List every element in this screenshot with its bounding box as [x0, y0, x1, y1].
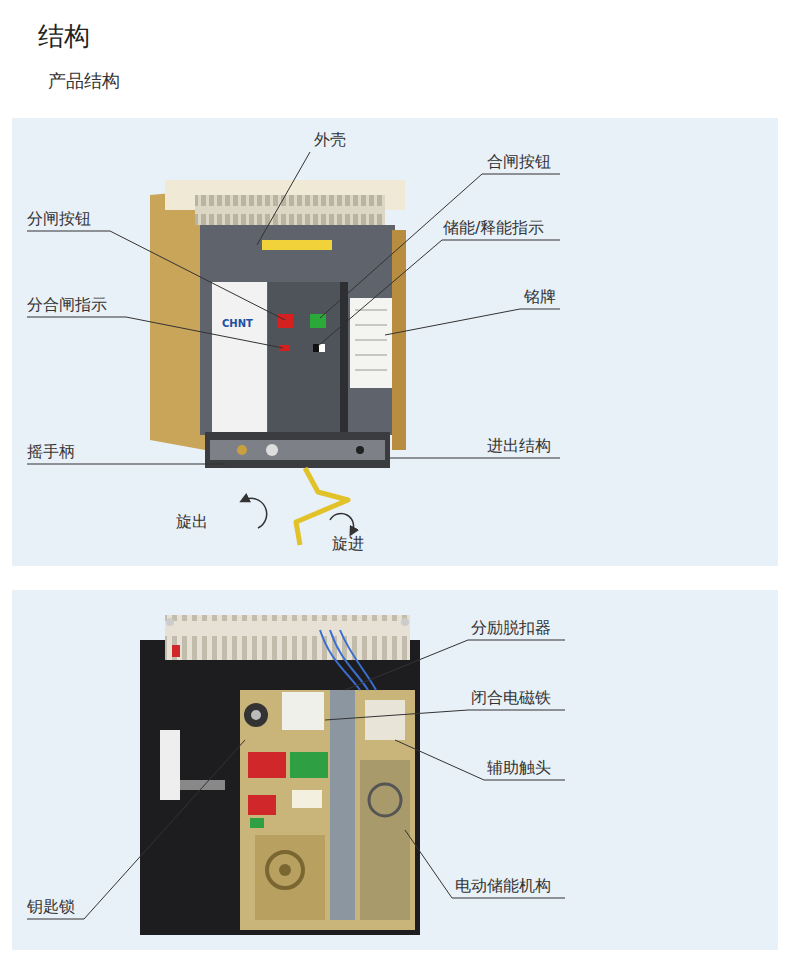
breaker-inside-part [282, 692, 324, 730]
part-label: 旋出 [176, 512, 208, 532]
panel-backgrounds [12, 118, 778, 950]
breaker-front-part [392, 230, 406, 450]
subtitle: 产品结构 [48, 70, 120, 92]
breaker-front-part [262, 240, 332, 250]
part-label: 旋进 [332, 534, 364, 554]
breaker-inside [140, 615, 420, 935]
breaker-front-part [340, 282, 348, 432]
breaker-front-part [277, 314, 293, 328]
leader-lines-part [320, 174, 560, 318]
panel-backgrounds-part [12, 118, 778, 566]
breaker-front-part [355, 355, 387, 356]
part-label: 闭合电磁铁 [471, 688, 551, 708]
breaker-front-part [212, 282, 267, 432]
leader-lines-part [27, 740, 245, 919]
breaker-inside-part [330, 690, 355, 920]
leader-lines-part [325, 710, 565, 720]
part-label: 钥匙锁 [27, 897, 75, 917]
leader-lines-part [27, 231, 285, 320]
part-label: 进出结构 [487, 436, 551, 456]
part-label: 储能/释能指示 [443, 218, 544, 238]
breaker-inside-part [240, 690, 415, 930]
breaker-inside-part [140, 640, 420, 935]
breaker-front-part [210, 440, 385, 460]
breaker-inside-part [267, 852, 303, 888]
breaker-front-part [268, 282, 340, 432]
leader-lines-part [405, 830, 565, 898]
breaker-inside-part [160, 730, 180, 800]
breaker-front-part [266, 444, 278, 456]
leader-lines-part [27, 464, 225, 465]
breaker-inside-part [165, 615, 410, 660]
part-label: 铭牌 [524, 287, 556, 307]
breaker-inside-part [166, 618, 174, 626]
breaker-inside-part [360, 760, 410, 920]
leader-lines-part [257, 152, 310, 245]
part-label: 分闸按钮 [27, 209, 91, 229]
breaker-inside-part [244, 703, 268, 727]
breaker-front-part [237, 445, 247, 455]
breaker-inside-part [290, 752, 328, 778]
breaker-front-part [195, 195, 385, 225]
breaker-front-part [313, 344, 319, 352]
leader-lines-part [318, 240, 560, 346]
breaker-inside-part [401, 618, 409, 626]
leader-lines-part [395, 740, 565, 780]
breaker-front-part [310, 314, 326, 328]
breaker-front-part [356, 446, 364, 454]
brand-logo: CHNT [222, 318, 253, 330]
part-label: 分合闸指示 [27, 295, 107, 315]
breaker-inside-part [251, 710, 261, 720]
breaker-inside-part [292, 790, 322, 808]
part-label: 摇手柄 [27, 442, 75, 462]
page-title: 结构 [38, 20, 90, 52]
breaker-front-part [150, 190, 205, 450]
breaker-inside-part [250, 818, 264, 828]
breaker-inside-part [279, 864, 291, 876]
leader-lines-part [390, 458, 560, 459]
part-label: 辅助触头 [487, 758, 551, 778]
breaker-inside-part [248, 795, 276, 815]
leader-lines [27, 152, 565, 919]
breaker-front-part [355, 370, 387, 371]
breaker-inside-part [172, 645, 180, 657]
leader-lines-part [385, 309, 560, 335]
breaker-front-part [205, 432, 390, 468]
breaker-inside-part [365, 700, 405, 740]
breaker-front-part [330, 513, 354, 532]
breaker-front-part [296, 468, 348, 545]
breaker-front [150, 180, 406, 545]
breaker-front-part [355, 325, 387, 326]
breaker-front-part [244, 498, 267, 528]
part-label: 分励脱扣器 [471, 618, 551, 638]
part-label: 外壳 [314, 130, 346, 150]
breaker-front-part [319, 344, 325, 352]
breaker-inside-part [369, 784, 401, 816]
panel-backgrounds-part [12, 590, 778, 950]
breaker-front-part [355, 340, 387, 341]
part-label: 电动储能机构 [455, 876, 551, 896]
leader-lines-part [27, 317, 283, 348]
breaker-inside-part [248, 752, 286, 778]
breaker-front-part [200, 225, 395, 435]
leader-lines-part [345, 640, 565, 690]
breaker-inside-part [255, 835, 325, 920]
breaker-front-part [350, 298, 392, 388]
part-label: 合闸按钮 [487, 152, 551, 172]
